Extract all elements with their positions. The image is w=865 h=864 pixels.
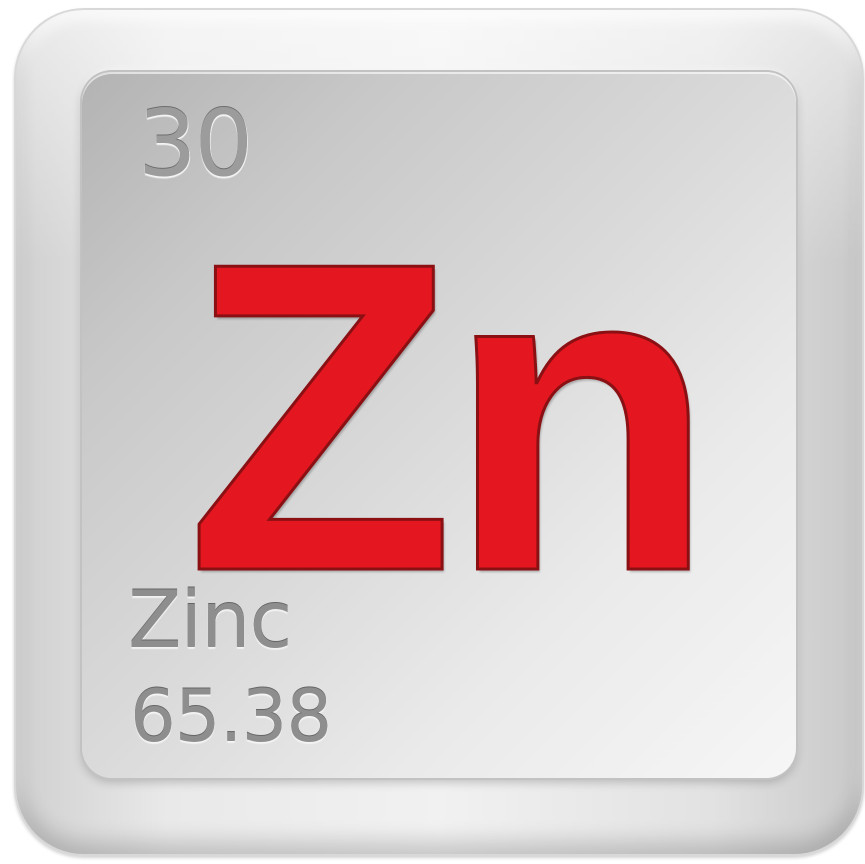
atomic-number: 30 bbox=[138, 90, 253, 197]
element-symbol: Zn bbox=[185, 172, 718, 663]
element-name: Zinc bbox=[128, 576, 292, 666]
key-face bbox=[82, 72, 796, 778]
atomic-mass: 65.38 bbox=[130, 674, 332, 758]
